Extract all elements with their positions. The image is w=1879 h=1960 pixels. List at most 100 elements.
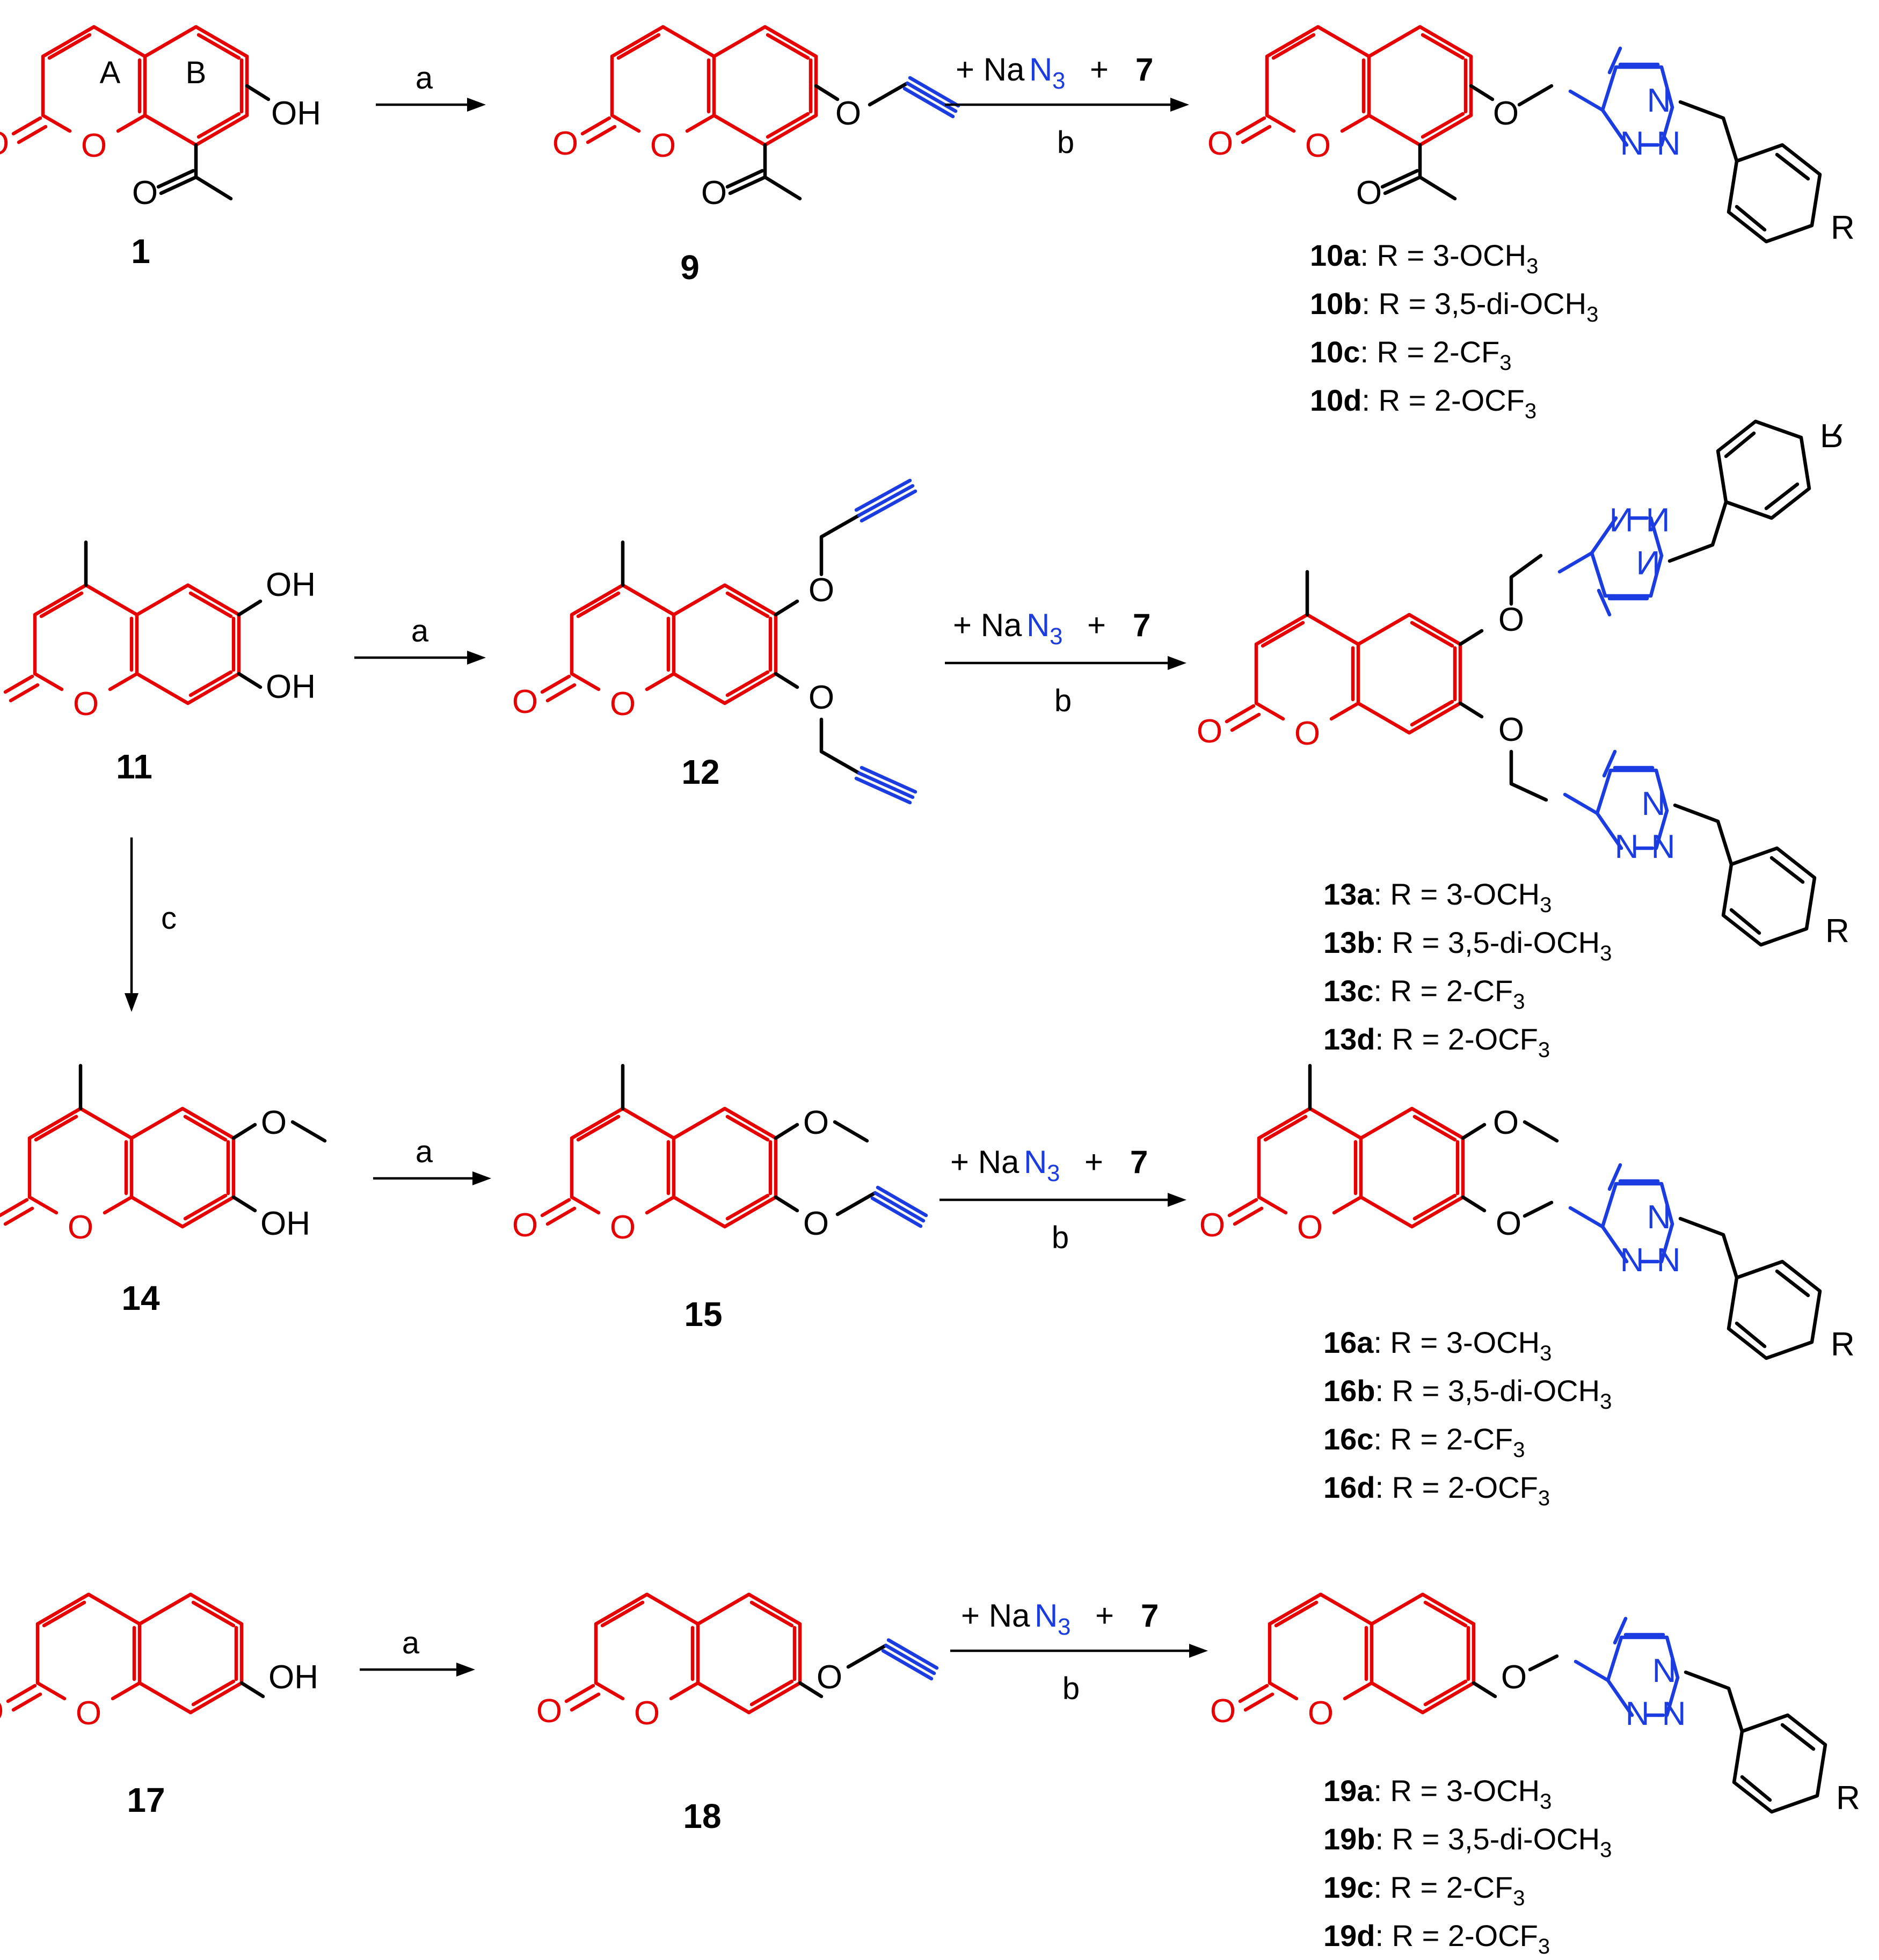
substituent-text: : R = 3-OCH: [1373, 1774, 1540, 1808]
substituent-text: : R = 3,5-di-OCH: [1375, 1374, 1600, 1408]
reagent-seven: 7: [1141, 1598, 1159, 1634]
compound-14: O OH 14: [0, 1063, 327, 1317]
substituent-text: : R = 3,5-di-OCH: [1375, 1822, 1600, 1856]
ether-oxygen: O: [817, 1659, 842, 1696]
reagent-sub: 3: [1058, 1614, 1070, 1640]
substituent-text: : R = 3-OCH: [1373, 877, 1540, 911]
substituent-line: 19c: R = 2-CF3: [1323, 1870, 1525, 1910]
compound-15: O O 15: [512, 1063, 926, 1334]
arrow-step-b-row1: + Na N 3 + 7 b: [945, 52, 1189, 160]
substituent-text: : R = 2-OCF: [1375, 1470, 1538, 1504]
substituent-line: 16a: R = 3-OCH3: [1323, 1325, 1552, 1365]
ether-oxygen: O: [803, 1205, 829, 1242]
ether-oxygen: O: [1496, 1205, 1521, 1242]
substituent-line: 16b: R = 3,5-di-OCH3: [1323, 1374, 1612, 1413]
reagent-sub: 3: [1047, 1160, 1060, 1186]
step-label: c: [161, 901, 177, 936]
compound-19: O: [1210, 1594, 1860, 1817]
ether-oxygen: O: [835, 95, 861, 132]
ether-oxygen: O: [1498, 601, 1524, 638]
compound-11: OH OH 11: [0, 540, 316, 786]
arrow-step-c: c: [125, 837, 177, 1012]
arrow-step-a-row2: a: [354, 614, 486, 665]
compound-label: 14: [121, 1279, 160, 1317]
ether-oxygen: O: [1498, 711, 1524, 748]
substituent-text: : R = 2-CF: [1373, 1422, 1513, 1456]
substituent-text: : R = 2-OCF: [1375, 1919, 1538, 1952]
compound-1: A B OH O 1: [0, 27, 321, 271]
reagent-plus-na: + Na: [961, 1598, 1030, 1634]
subscript: 3: [1540, 1790, 1552, 1813]
arrow-step-b-row3: + Na N 3 + 7 b: [939, 1144, 1186, 1255]
compound-label: 15: [684, 1295, 722, 1334]
subscript: 3: [1538, 1038, 1550, 1062]
compound-17: OH 17: [0, 1594, 318, 1819]
compound-label: 16a: [1323, 1325, 1374, 1359]
hydroxyl: OH: [268, 1659, 318, 1696]
arrow-step-b-row4: + Na N 3 + 7 b: [950, 1598, 1208, 1706]
substituent-line: 10a: R = 3-OCH3: [1310, 238, 1538, 278]
compound-label: 18: [683, 1797, 721, 1835]
substituent-line: 10c: R = 2-CF3: [1310, 335, 1512, 375]
reagent-plus: +: [1095, 1598, 1114, 1634]
acetyl-oxygen: O: [701, 174, 727, 212]
compound-label: 17: [127, 1781, 165, 1819]
methoxy-oxygen: O: [803, 1104, 829, 1141]
step-label: b: [1052, 1220, 1069, 1255]
reagent-sub: 3: [1050, 623, 1062, 650]
compound-label: 10b: [1310, 287, 1362, 320]
reagent-plus-na: + Na: [953, 607, 1022, 643]
reagent-seven: 7: [1133, 607, 1150, 643]
ring-label-a: A: [100, 55, 121, 90]
compound-label: 16b: [1323, 1374, 1375, 1408]
substituent-text: : R = 3,5-di-OCH: [1375, 926, 1600, 959]
step-label: a: [416, 1134, 433, 1169]
substituent-text: : R = 2-CF: [1373, 1870, 1513, 1904]
substituent-line: 13b: R = 3,5-di-OCH3: [1323, 926, 1612, 965]
compound-10: O O: [1207, 27, 1855, 246]
step-label: a: [411, 614, 429, 649]
reagent-plus: +: [1084, 1144, 1103, 1180]
subscript: 3: [1513, 1886, 1525, 1910]
subscript: 3: [1600, 1390, 1612, 1413]
substituent-line: 10b: R = 3,5-di-OCH3: [1310, 287, 1598, 326]
subscript: 3: [1513, 1438, 1525, 1462]
subscript: 3: [1526, 254, 1538, 278]
arrow-step-a-row3: a: [373, 1134, 491, 1185]
ether-oxygen: O: [1501, 1659, 1527, 1696]
arrow-step-a-row4: a: [360, 1626, 475, 1677]
step-label: b: [1062, 1671, 1080, 1706]
compound-label: 19c: [1323, 1870, 1373, 1904]
compound-label: 10a: [1310, 238, 1360, 272]
subscript: 3: [1513, 990, 1525, 1014]
subscript: 3: [1525, 399, 1536, 423]
subscript: 3: [1600, 1838, 1612, 1862]
substituent-line: 19d: R = 2-OCF3: [1323, 1919, 1550, 1958]
ring-label-b: B: [186, 55, 207, 90]
compound-label: 13b: [1323, 926, 1375, 959]
substituent-line: 16d: R = 2-OCF3: [1323, 1470, 1550, 1510]
reagent-plus-na: + Na: [956, 52, 1025, 88]
substituent-text: : R = 2-OCF: [1375, 1022, 1538, 1056]
subscript: 3: [1586, 303, 1598, 326]
arrow-step-b-row2: + Na N 3 + 7 b: [945, 607, 1186, 718]
substituent-text: : R = 2-OCF: [1362, 383, 1525, 417]
subscript: 3: [1538, 1935, 1550, 1958]
compound-9: O O 9: [552, 27, 958, 287]
hydroxyl: OH: [271, 95, 321, 132]
reagent-plus-na: + Na: [950, 1144, 1019, 1180]
acetyl-oxygen: O: [1356, 174, 1382, 212]
compound-label: 12: [681, 753, 719, 791]
compound-18: O 18: [536, 1594, 937, 1835]
hydroxyl: OH: [260, 1205, 310, 1242]
substituent-text: : R = 3-OCH: [1360, 238, 1526, 272]
compound-label: 16d: [1323, 1470, 1375, 1504]
ether-oxygen: O: [1493, 95, 1519, 132]
substituent-line: 19a: R = 3-OCH3: [1323, 1774, 1552, 1813]
compound-label: 13d: [1323, 1022, 1375, 1056]
arrow-step-a-row1: a: [376, 61, 486, 112]
substituent-line: 13d: R = 2-OCF3: [1323, 1022, 1550, 1062]
compound-label: 19d: [1323, 1919, 1375, 1952]
